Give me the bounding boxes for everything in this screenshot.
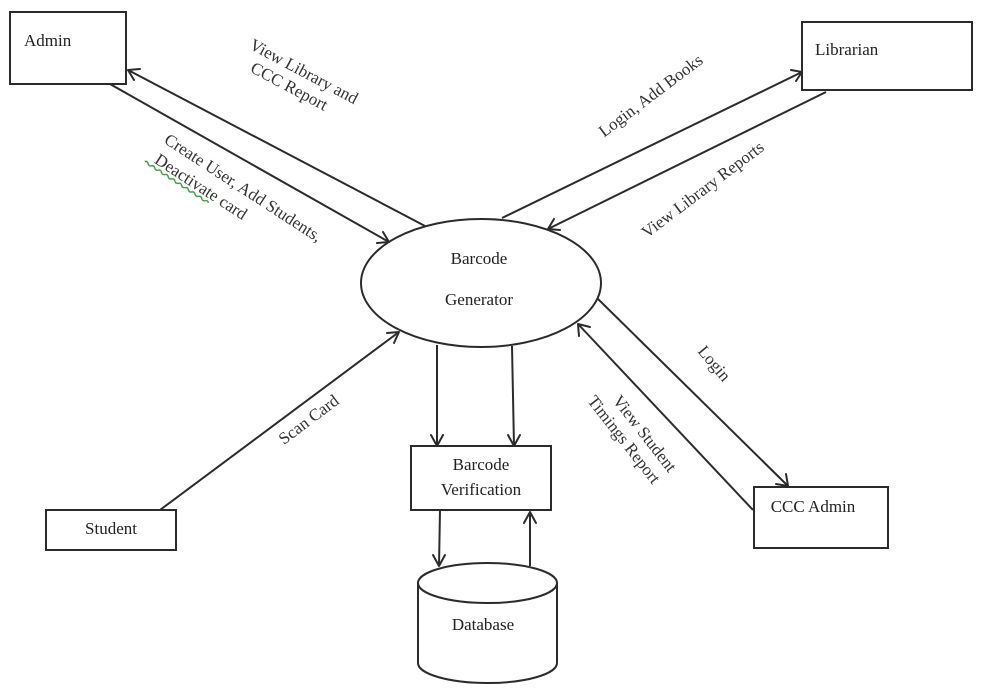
flow-librarian-view-reports[interactable]	[547, 91, 827, 231]
arrowhead-icon	[432, 554, 446, 567]
database-top	[417, 562, 558, 604]
barcode-verification-box	[410, 445, 552, 511]
flow-student-scan[interactable]	[159, 331, 400, 511]
barcode-verification-line-2: Verification	[441, 480, 522, 499]
flow-line	[511, 345, 515, 447]
flow-admin-create-user[interactable]	[109, 83, 390, 244]
database-label: Database	[452, 615, 514, 634]
flow-verify-to-db[interactable]	[432, 509, 446, 567]
student-box	[45, 509, 177, 551]
flow-line	[109, 83, 390, 243]
librarian-box	[801, 21, 973, 91]
flow-line	[577, 323, 754, 511]
arrowhead-icon	[376, 231, 390, 244]
flow-line	[501, 71, 803, 219]
ccc-admin-box	[753, 486, 889, 549]
entity-student[interactable]: Student	[45, 509, 177, 551]
entity-admin[interactable]: Admin	[9, 11, 127, 85]
flow-admin-view-reports[interactable]	[127, 68, 426, 227]
barcode-generator-line-2: Generator	[445, 290, 513, 309]
admin-label: Admin	[24, 31, 72, 50]
flow-label-line-1: Login	[694, 342, 735, 386]
flow-line	[547, 91, 827, 230]
flow-line	[597, 298, 789, 487]
flow-ccc-view-timings[interactable]	[577, 323, 754, 511]
arrowhead-icon	[127, 68, 141, 81]
flow-ccc-login[interactable]	[597, 298, 789, 487]
flow-gen-to-verify-1[interactable]	[430, 345, 444, 447]
flow-line	[127, 69, 426, 227]
barcode-generator-ellipse	[360, 218, 602, 348]
arrowhead-icon	[523, 511, 537, 524]
label-ccc-login: Login	[694, 342, 735, 386]
label-admin-view-reports: View Library and CCC Report	[247, 35, 362, 115]
flow-line	[159, 331, 400, 511]
arrowhead-icon	[577, 323, 591, 337]
barcode-generator-line-1: Barcode	[451, 249, 508, 268]
ccc-admin-label: CCC Admin	[771, 497, 856, 516]
flow-line	[438, 509, 441, 567]
arrowhead-icon	[790, 69, 803, 82]
arrowhead-icon	[430, 434, 444, 447]
process-barcode-generator[interactable]: Barcode Generator	[360, 218, 602, 348]
datastore-database[interactable]: Database	[417, 562, 558, 684]
arrowhead-icon	[507, 434, 521, 447]
arrowhead-icon	[386, 331, 400, 344]
arrowhead-icon	[775, 473, 789, 487]
entity-librarian[interactable]: Librarian	[801, 21, 973, 91]
spellcheck-squiggle	[144, 160, 210, 204]
arrowhead-icon	[547, 218, 561, 231]
student-label: Student	[85, 519, 137, 538]
process-barcode-verification[interactable]: Barcode Verification	[410, 445, 552, 511]
database-body	[417, 583, 558, 684]
admin-box	[9, 11, 127, 85]
flow-gen-to-verify-2[interactable]	[507, 345, 521, 447]
label-admin-create-user: Create User, Add Students, Deactivate ca…	[151, 130, 325, 246]
label-ccc-view-timings: View Student Timings Report	[584, 392, 681, 488]
entity-ccc-admin[interactable]: CCC Admin	[753, 486, 889, 549]
flow-librarian-login[interactable]	[501, 69, 803, 219]
librarian-label: Librarian	[815, 40, 879, 59]
flow-db-to-verify[interactable]	[523, 511, 537, 566]
barcode-verification-line-1: Barcode	[453, 455, 510, 474]
